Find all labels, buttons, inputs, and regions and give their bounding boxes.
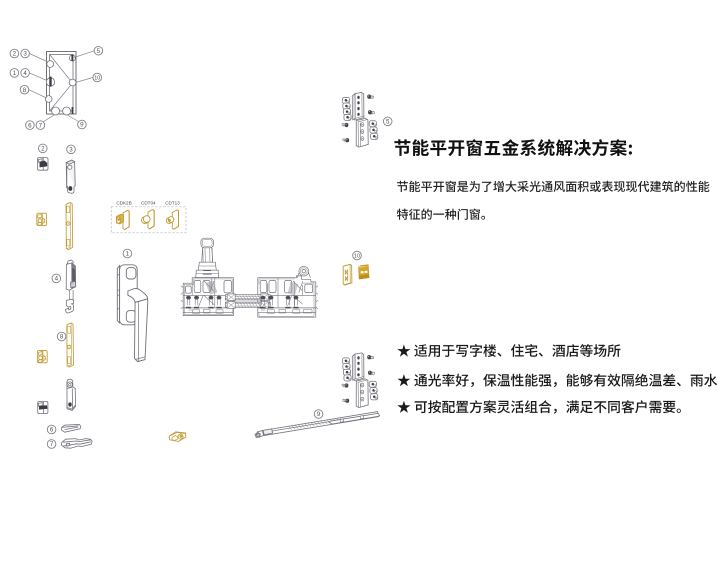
svg-text:6: 6	[28, 122, 32, 129]
svg-text:1: 1	[126, 251, 130, 258]
svg-text:4: 4	[23, 70, 27, 77]
svg-text:9: 9	[80, 122, 84, 129]
svg-text:5: 5	[97, 48, 101, 55]
svg-text:2: 2	[13, 51, 17, 58]
svg-text:7: 7	[39, 122, 43, 129]
svg-text:5: 5	[386, 119, 390, 126]
svg-text:CDT13: CDT13	[165, 201, 180, 206]
svg-text:6: 6	[50, 427, 54, 434]
svg-text:9: 9	[317, 411, 321, 418]
svg-text:3: 3	[23, 51, 27, 58]
svg-text:10: 10	[94, 75, 100, 81]
svg-text:10: 10	[354, 253, 360, 259]
svg-text:CDK2B: CDK2B	[116, 201, 131, 206]
svg-text:2: 2	[41, 146, 45, 153]
svg-text:1: 1	[13, 70, 17, 77]
svg-text:8: 8	[60, 334, 64, 341]
svg-text:8: 8	[23, 87, 27, 94]
svg-text:7: 7	[50, 441, 54, 448]
svg-text:CDT04: CDT04	[141, 201, 156, 206]
svg-text:3: 3	[69, 147, 73, 154]
svg-text:4: 4	[55, 276, 59, 283]
